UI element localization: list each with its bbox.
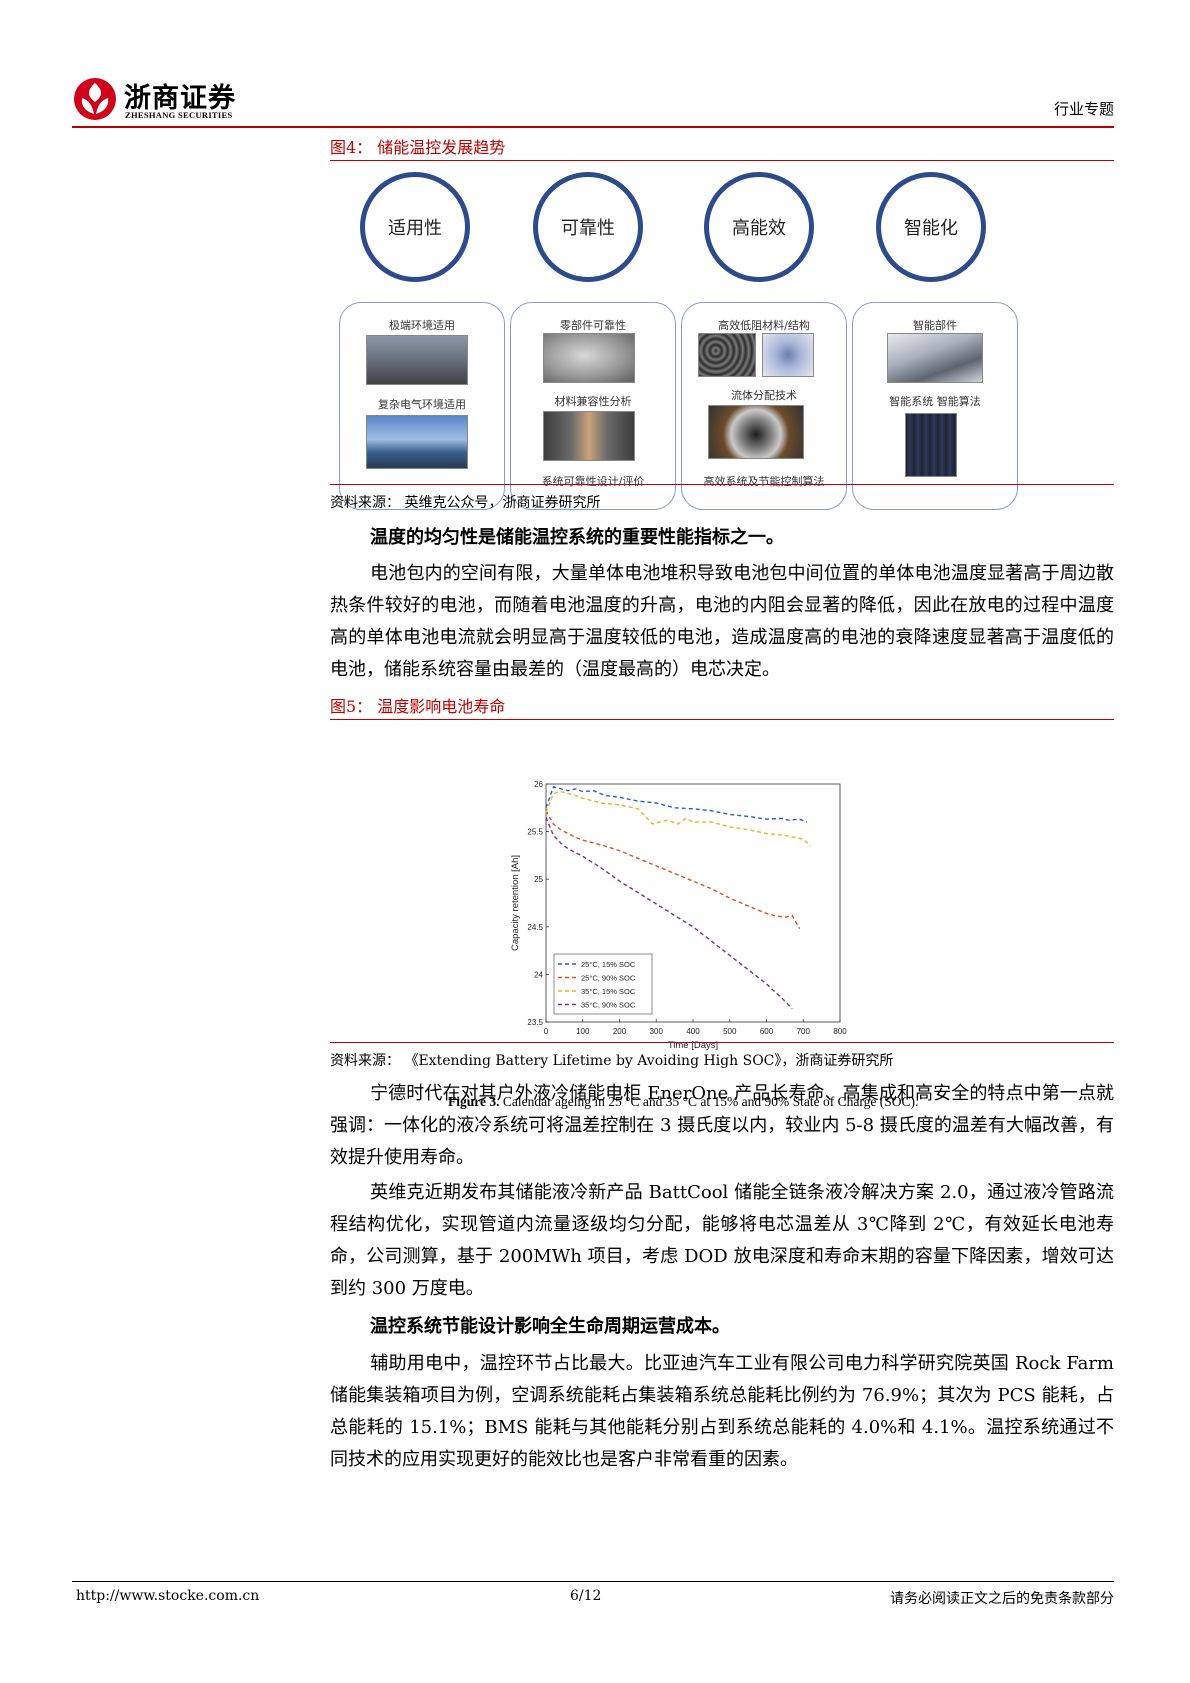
trend-card-applicability: 极端环境适用 复杂电气环境适用 [339,302,505,510]
section3-heading: 温控系统节能设计影响全生命周期运营成本。 [370,1316,730,1337]
card-label-bottom: 高效系统及节能控制算法 [703,475,825,488]
y-tick-label: 24.5 [527,923,543,932]
page-number: 6/12 [570,1588,602,1604]
x-tick-label: 600 [760,1027,774,1036]
card-label-bottom: 系统可靠性设计/评价 [541,475,645,488]
y-tick-label: 25.5 [527,828,543,837]
y-tick-label: 23.5 [527,1018,543,1027]
x-tick-label: 300 [650,1027,664,1036]
figure4-source: 资料来源： 英维克公众号，浙商证券研究所 [330,495,601,511]
x-tick-label: 0 [544,1027,549,1036]
x-tick-label: 100 [576,1027,590,1036]
footer-url[interactable]: http://www.stocke.com.cn [76,1588,260,1604]
logo-english-name: ZHESHANG SECURITIES [125,110,233,120]
trend-card-reliability: 零部件可靠性 材料兼容性分析 系统可靠性设计/评价 [510,302,676,510]
smart-component-photo [887,333,983,383]
trend-card-intelligence: 智能部件 智能系统 智能算法 [852,302,1018,510]
extreme-environment-photo [366,335,468,385]
document-type: 行业专题 [1053,100,1114,118]
series-line-3 [545,790,812,847]
fluid-distribution-photo [708,405,804,459]
x-tick-label: 700 [797,1027,811,1036]
card-label-top: 极端环境适用 [389,319,455,332]
trend-circle-efficiency: 高能效 [704,172,814,282]
card-label-mid: 流体分配技术 [731,389,797,402]
zheshang-logo-icon [74,78,116,120]
figure5-top-rule [330,719,1114,720]
footer-disclaimer: 请务必阅读正文之后的免责条款部分 [890,1591,1114,1607]
series-line-2 [545,810,801,930]
figure4-title: 图4： 储能温控发展趋势 [330,138,506,157]
trend-circle-applicability: 适用性 [360,172,470,282]
series-line-4 [545,817,793,1010]
section3-paragraph: 辅助用电中，温控环节占比最大。比亚迪汽车工业有限公司电力科学研究院英国 Rock… [330,1348,1114,1476]
legend-label: 35°C, 15% SOC [581,987,636,996]
material-test-photo [543,411,635,461]
figure5-title: 图5： 温度影响电池寿命 [330,697,506,716]
section2-text-2: 英维克近期发布其储能液冷新产品 BattCool 储能全链条液冷解决方案 2.0… [330,1182,1114,1299]
section1-paragraph: 电池包内的空间有限，大量单体电池堆积导致电池包中间位置的单体电池温度显著高于周边… [330,558,1114,686]
electrical-environment-photo [366,415,468,469]
header-divider [72,126,1114,128]
card-label-mid: 智能系统 智能算法 [889,395,981,408]
card-label-mid: 复杂电气环境适用 [378,398,466,411]
figure5-bottom-rule [330,1042,1114,1043]
figure4-top-rule [330,160,1114,161]
y-tick-label: 25 [534,875,543,884]
capacity-retention-chart: 0 100 200 300 400 500 600 700 800 23.5 24 24.5 25 25.… [510,780,847,1051]
y-tick-label: 24 [534,970,543,979]
section1-text: 电池包内的空间有限，大量单体电池堆积导致电池包中间位置的单体电池温度显著高于周边… [330,563,1114,680]
figure4-bottom-rule [330,484,1114,485]
section1-heading: 温度的均匀性是储能温控系统的重要性能指标之一。 [370,527,784,548]
logo-chinese-name: 浙商证券 [124,83,236,114]
company-logo: 浙商证券 ZHESHANG SECURITIES [72,74,242,124]
x-tick-label: 500 [723,1027,737,1036]
low-resistance-material-photo [698,333,756,377]
figure5-source: 资料来源： 《Extending Battery Lifetime by Avo… [330,1053,894,1069]
trend-card-efficiency: 高效低阻材料/结构 流体分配技术 高效系统及节能控制算法 [681,302,847,510]
caption-label: Figure 3. [448,1094,500,1109]
card-label-top: 智能部件 [913,319,957,332]
card-label-mid: 材料兼容性分析 [554,395,632,408]
trend-circle-intelligence: 智能化 [876,172,986,282]
series-line-1 [545,786,808,823]
figure4-diagram: 适用性 可靠性 高能效 智能化 极端环境适用 复杂电气环境适用 零部件可靠性 材… [330,172,1114,516]
card-label-top: 零部件可靠性 [560,319,626,332]
figure5-caption: Figure 3. Calendar ageing in 25 °C and 3… [448,1094,918,1110]
legend-label: 35°C, 90% SOC [581,1001,636,1010]
section2-text-1: 宁德时代在对其户外液冷储能电柜 EnerOne 产品长寿命、高集成和高安全的特点… [330,1083,1114,1168]
x-tick-label: 400 [686,1027,700,1036]
x-axis-label: Time [Days] [668,1040,718,1051]
trend-circle-reliability: 可靠性 [533,172,643,282]
section2-paragraph-2: 英维克近期发布其储能液冷新产品 BattCool 储能全链条液冷解决方案 2.0… [330,1177,1114,1305]
figure5-chart: 0 100 200 300 400 500 600 700 800 23.5 24 24.5 25 25.… [330,780,1114,1115]
section2-paragraph-1: 宁德时代在对其户外液冷储能电柜 EnerOne 产品长寿命、高集成和高安全的特点… [330,1078,1114,1174]
y-axis-label: Capacity retention [Ah] [510,855,521,951]
structure-photo [762,333,814,377]
y-tick-label: 26 [534,780,543,789]
legend-label: 25°C, 90% SOC [581,974,636,983]
smart-cabinet-photo [905,413,957,477]
x-tick-label: 800 [833,1027,847,1036]
legend-box [553,953,653,1015]
caption-text: Calendar ageing in 25 °C and 35 °C at 15… [499,1094,919,1109]
section3-text: 辅助用电中，温控环节占比最大。比亚迪汽车工业有限公司电力科学研究院英国 Rock… [330,1353,1114,1470]
component-photo [543,333,635,383]
legend-label: 25°C, 15% SOC [581,960,636,969]
footer-divider [72,1581,1114,1582]
card-label-top: 高效低阻材料/结构 [718,319,810,332]
x-tick-label: 200 [613,1027,627,1036]
